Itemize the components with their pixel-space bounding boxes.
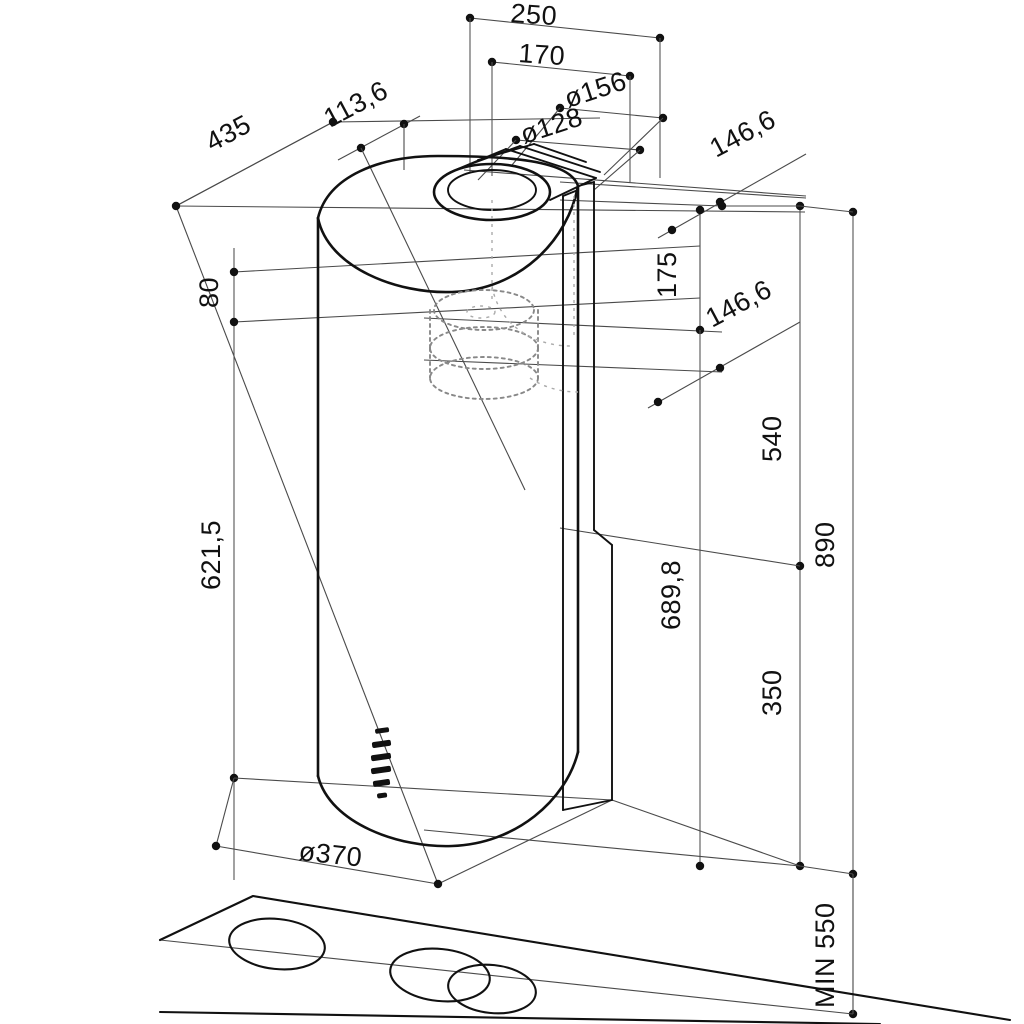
control-mark[interactable] [372,779,391,787]
plan-front-edge [175,205,806,213]
collar-duct-side [549,177,597,201]
label-146-6-upper: 146,6 [705,104,781,163]
dim-370-riser [215,777,235,847]
burner-ring-right [447,963,537,1015]
ext-d128-a [477,139,517,181]
dim-dot [229,317,239,327]
dim-d128-line [515,139,641,151]
dim-dot [715,363,725,373]
dim-146-6-upper [657,153,807,239]
cylinder-bottom-arc [316,750,580,848]
carrier-c [423,317,723,333]
cylinder-top-rear-arc [316,154,580,220]
collar-duct-top-2 [519,145,601,173]
control-mark[interactable] [371,739,392,749]
ext-d128-b [593,149,641,191]
dim-170-line [491,61,631,77]
hood-body-geometry [316,143,613,848]
plan-right-edge [611,799,801,867]
dim-dot [328,117,338,127]
label-170: 170 [518,38,567,71]
control-mark[interactable] [370,765,392,775]
label-80: 80 [194,277,224,308]
label-175: 175 [652,251,682,298]
ext-d156-a [511,107,561,166]
dim-d156-line [559,107,664,119]
dim-dot [667,225,677,235]
dim-dot [653,397,663,407]
dim-dot [229,267,239,277]
motor-hub [466,305,496,319]
dim-dot [211,841,221,851]
carrier-bottom-plane [423,829,801,867]
dim-dot [695,205,705,215]
dim-dot [433,879,443,889]
control-mark[interactable] [377,792,388,799]
chimney-step [593,529,613,546]
dim-dot [171,201,181,211]
label-250: 250 [510,0,559,31]
dimension-network [159,13,858,1019]
burner-ring-middle [389,947,491,1003]
hob-outline-rear [158,894,1012,1022]
chimney-bottom [562,799,613,811]
dim-370-top [233,777,613,801]
plan-left-edge [175,205,439,885]
hob-outline-front [158,1010,882,1024]
plan-right-tail [799,865,854,875]
motor-bottom-ellipse [429,356,539,400]
control-mark[interactable] [375,727,390,734]
dim-435-line [175,121,334,207]
label-min-550: MIN 550 [810,902,840,1008]
hob-plane-rear [159,939,854,1015]
label-890: 890 [810,521,840,568]
ext-d156-b [603,117,664,176]
label-146-6-lower: 146,6 [701,274,777,333]
dim-370-right [437,799,613,885]
dim-146-6-upper-ext [559,181,807,199]
carrier-d [423,359,723,373]
label-dia-370: ø370 [297,836,363,872]
top-right-tie-2 [799,205,854,213]
plan-top-edge-435 [332,117,601,123]
dim-370-left [215,845,439,885]
collar-duct-top-3 [533,143,587,163]
cylinder-top-front-arc [316,184,580,294]
burner-ring-left [228,917,326,971]
label-689-8: 689,8 [656,560,686,630]
duct-trace-curve [491,285,571,347]
control-panel[interactable] [370,727,392,799]
outlet-collar-outer [432,162,552,222]
carrier-80-top [233,245,701,273]
carrier-b [559,199,723,207]
chimney-shoulder-2 [562,189,579,197]
label-350: 350 [757,669,787,716]
control-mark[interactable] [370,752,392,762]
label-540: 540 [757,415,787,462]
dim-dot [695,861,705,871]
chimney-shoulder [577,181,595,187]
motor-top-ellipse [433,289,535,331]
dim-dot [717,201,727,211]
dim-146-6-lower [647,321,801,409]
collar-duct-top [505,148,597,179]
hob-reference [158,894,1012,1024]
dim-250-line [469,17,661,39]
label-113-6: 113,6 [319,75,393,133]
label-621-5: 621,5 [196,520,226,590]
label-435: 435 [201,109,256,157]
